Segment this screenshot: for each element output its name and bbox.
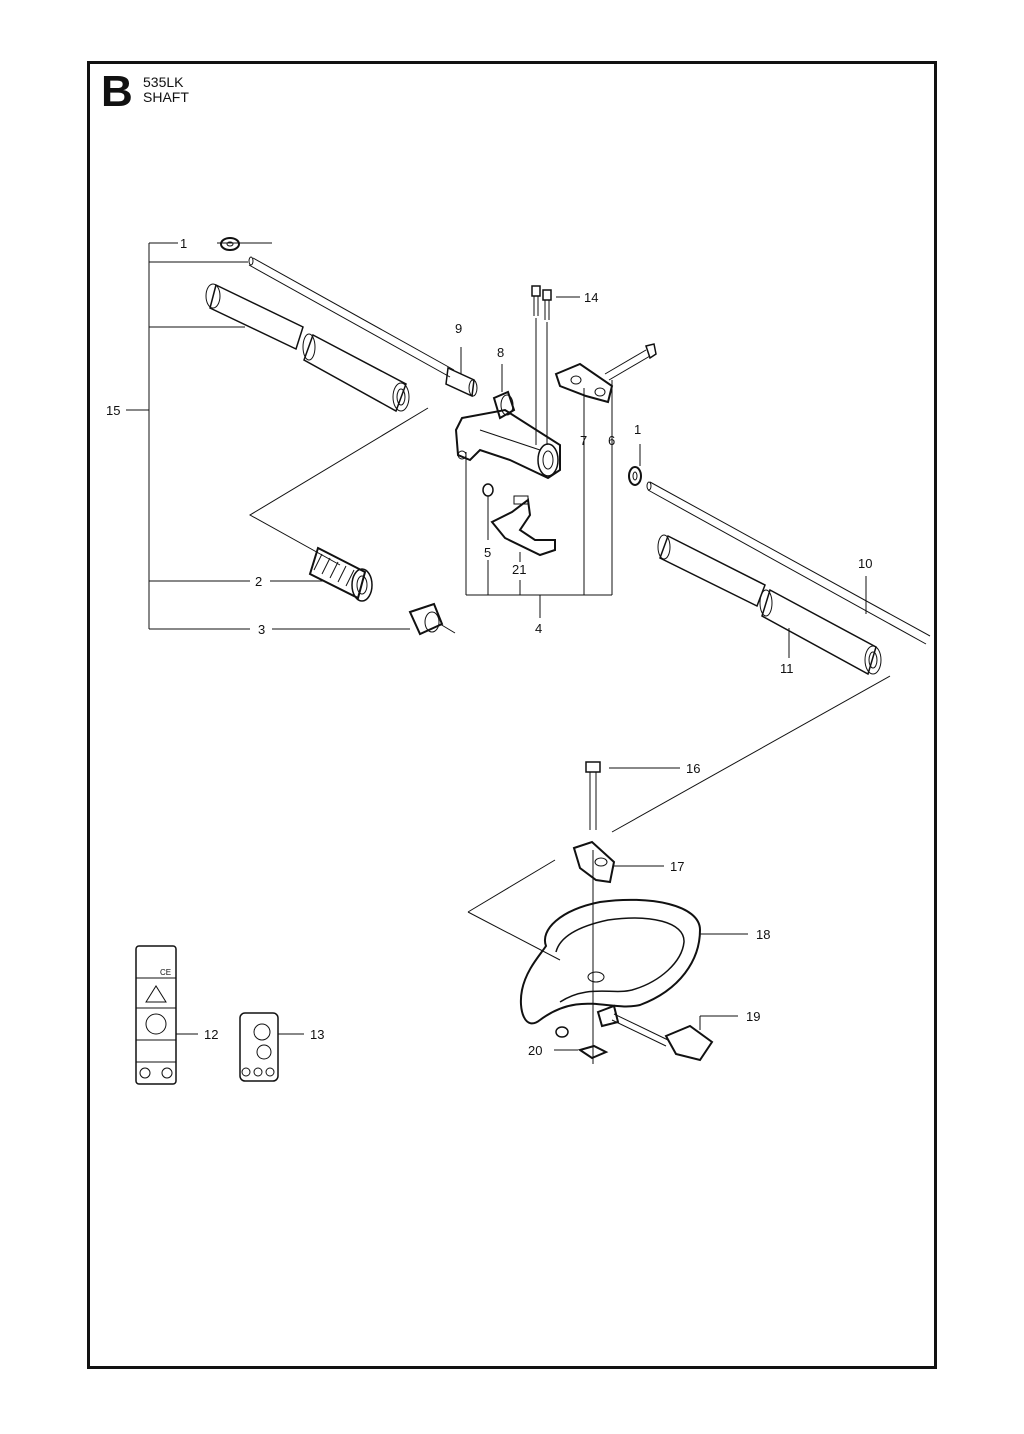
callout-1-right: 1	[634, 422, 641, 437]
instruction-decal-part	[239, 1012, 304, 1082]
small-nut-part	[482, 483, 494, 595]
bolt-part	[604, 343, 657, 595]
callout-9: 9	[455, 321, 462, 336]
callout-21: 21	[512, 562, 526, 577]
bracket-4-leaders	[465, 452, 612, 618]
callout-20: 20	[528, 1043, 542, 1058]
washer-part	[220, 237, 240, 251]
washer-part-right	[628, 444, 642, 486]
bearing-part	[308, 546, 373, 602]
model-name: 535LK	[143, 74, 184, 90]
lower-tube-part	[657, 534, 882, 676]
square-nut-part	[554, 1026, 609, 1060]
knob-part	[572, 840, 664, 884]
section-title: SHAFT	[143, 89, 189, 105]
drive-shaft-part	[248, 256, 478, 398]
callout-4: 4	[535, 621, 542, 636]
loop-handle-part	[467, 859, 748, 1025]
callout-5: 5	[484, 545, 491, 560]
callout-16: 16	[686, 761, 700, 776]
callout-6: 6	[608, 433, 615, 448]
callout-3: 3	[258, 622, 265, 637]
callout-18: 18	[756, 927, 770, 942]
clamp-half-part	[490, 495, 556, 595]
handle-bolt-part	[585, 761, 680, 1064]
callout-15: 15	[106, 403, 120, 418]
callout-10: 10	[858, 556, 872, 571]
assembly-line-2	[611, 675, 891, 833]
tube-part	[205, 283, 410, 413]
callout-8: 8	[497, 345, 504, 360]
clamp-housing-part	[454, 408, 561, 480]
section-letter: B	[101, 67, 133, 116]
decal-ce-mark: CE	[160, 968, 171, 977]
callout-13: 13	[310, 1027, 324, 1042]
callout-2: 2	[255, 574, 262, 589]
assembly-line	[249, 407, 429, 566]
handle-clamp-part	[596, 1004, 738, 1062]
warning-decal-part	[135, 945, 198, 1085]
nut-part	[408, 602, 456, 636]
callout-1-top: 1	[180, 236, 187, 251]
lower-shaft-part	[646, 481, 931, 645]
callout-12: 12	[204, 1027, 218, 1042]
callout-17: 17	[670, 859, 684, 874]
callout-14: 14	[584, 290, 598, 305]
callout-7: 7	[580, 433, 587, 448]
bracket-15-leaders	[126, 242, 410, 630]
callout-11: 11	[780, 661, 794, 676]
screw-part	[531, 285, 580, 445]
page-border	[87, 61, 937, 1369]
callout-19: 19	[746, 1009, 760, 1024]
clamp-part	[554, 362, 614, 595]
